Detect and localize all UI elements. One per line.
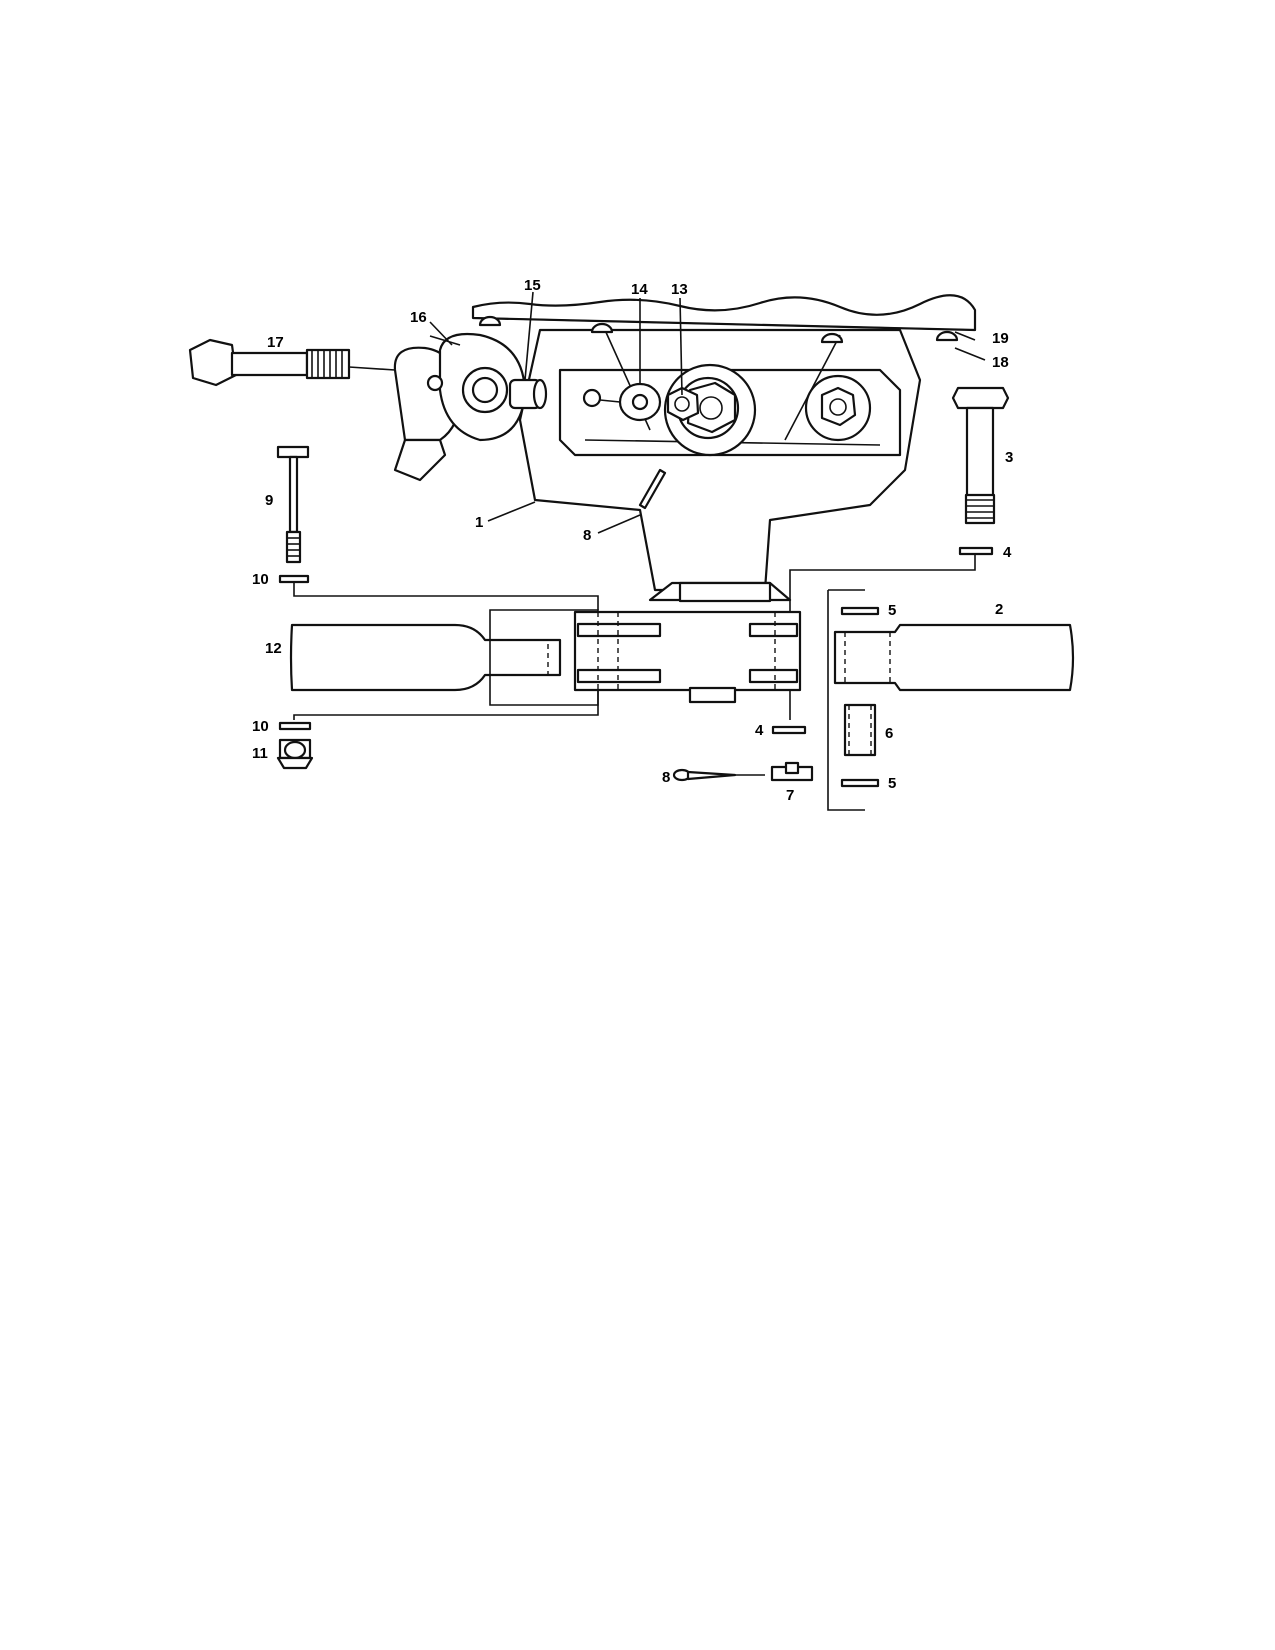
- washer-14: [582, 382, 662, 422]
- callout-8-upper: 8: [583, 527, 591, 544]
- callout-2: 2: [995, 601, 1003, 618]
- callout-15: 15: [524, 277, 541, 294]
- center-castle-nut: [663, 363, 757, 457]
- callout-4-lower: 4: [755, 722, 764, 739]
- bolt-9: [276, 445, 310, 564]
- callout-10-lower: 10: [252, 718, 269, 735]
- pitman-support-ear: [393, 332, 527, 482]
- tie-rod-12: [289, 609, 599, 706]
- callout-12: 12: [265, 640, 282, 657]
- center-clevis: [573, 610, 802, 704]
- callout-labels: 1 2 3 4 4 5 5 6 7 8 8 9 10 10 11 12 13 1…: [252, 277, 1013, 804]
- plate-screws: [478, 315, 959, 344]
- callout-14: 14: [631, 281, 648, 298]
- bushing-15: [508, 378, 548, 410]
- bolt-3: [951, 386, 1010, 525]
- sleeve-6: [843, 703, 877, 757]
- leader-lines: [429, 291, 986, 534]
- callout-4-upper: 4: [1003, 544, 1012, 561]
- callout-11: 11: [252, 745, 268, 762]
- callout-8-lower: 8: [662, 769, 670, 786]
- callout-7: 7: [786, 787, 794, 804]
- tie-rod-2: [833, 623, 1075, 692]
- callout-18: 18: [992, 354, 1009, 371]
- callout-13: 13: [671, 281, 688, 298]
- washer-5-lower: [840, 778, 880, 788]
- callout-6: 6: [885, 725, 893, 742]
- washer-4-lower: [771, 725, 807, 735]
- callout-5-lower: 5: [888, 775, 896, 792]
- cotter-pin-lower: [672, 768, 765, 782]
- washer-10-lower: [278, 721, 312, 731]
- callout-1: 1: [475, 514, 483, 531]
- bolt-17: [188, 338, 396, 387]
- callout-10-upper: 10: [252, 571, 269, 588]
- washer-5-upper: [840, 606, 880, 616]
- cotter-pin-upper: [638, 468, 667, 510]
- lock-nut-11: [276, 738, 314, 770]
- callout-19: 19: [992, 330, 1009, 347]
- slotted-nut-7: [770, 761, 814, 782]
- mounting-plate: [471, 294, 977, 332]
- callout-17: 17: [267, 334, 284, 351]
- callout-16: 16: [410, 309, 427, 326]
- washer-10-upper: [278, 574, 310, 584]
- right-castle-nut: [804, 374, 872, 442]
- callout-5-upper: 5: [888, 602, 896, 619]
- callout-9: 9: [265, 492, 273, 509]
- washer-4-upper: [958, 546, 994, 556]
- castle-nut-13: [666, 386, 700, 422]
- callout-3: 3: [1005, 449, 1013, 466]
